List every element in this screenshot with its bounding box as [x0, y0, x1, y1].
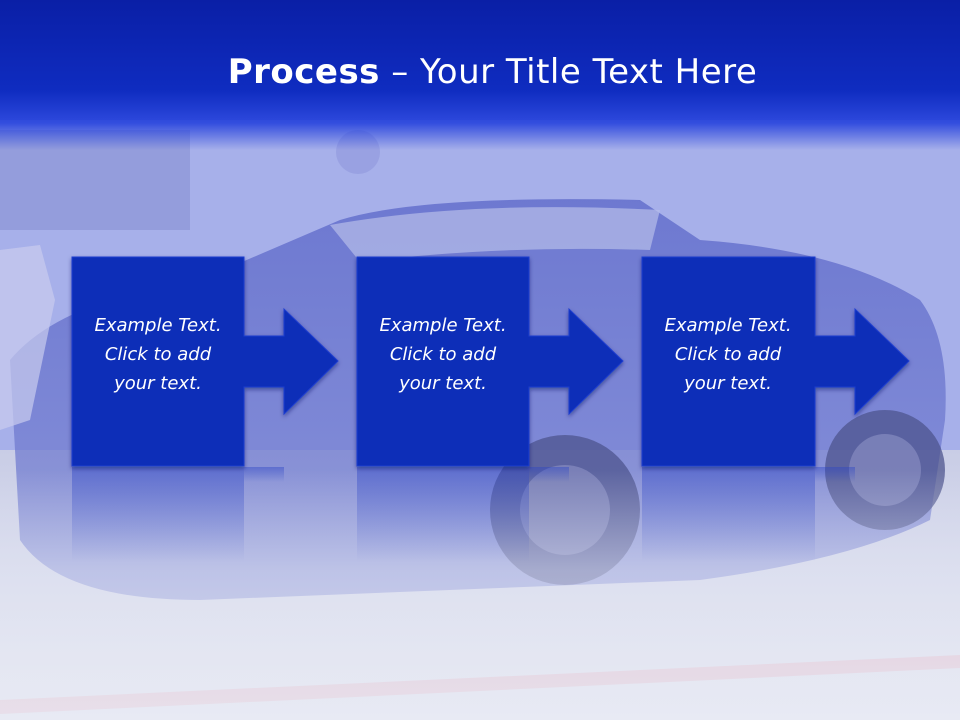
- title-bold: Process: [227, 52, 380, 92]
- step-1[interactable]: [71, 256, 339, 467]
- title-rest: – Your Title Text Here: [379, 52, 758, 92]
- title-band: [0, 0, 960, 150]
- step-2-line-1: Example Text.: [379, 315, 507, 336]
- page-title: Process – Your Title Text Here: [0, 52, 960, 92]
- step-1-line-2: Click to add: [104, 344, 212, 365]
- step-2-line-3: your text.: [399, 373, 487, 394]
- step-2-line-2: Click to add: [389, 344, 497, 365]
- reflection-3: [642, 467, 855, 562]
- step-3-line-3: your text.: [684, 373, 772, 394]
- step-2-text[interactable]: Example Text. Click to add your text.: [357, 311, 529, 398]
- step-1-line-1: Example Text.: [94, 315, 222, 336]
- step-1-text[interactable]: Example Text. Click to add your text.: [72, 311, 244, 398]
- reflection-2: [357, 467, 569, 562]
- step-3[interactable]: [641, 256, 910, 467]
- step-3-line-2: Click to add: [674, 344, 782, 365]
- step-1-line-3: your text.: [114, 373, 202, 394]
- step-3-line-1: Example Text.: [664, 315, 792, 336]
- step-3-text[interactable]: Example Text. Click to add your text.: [642, 311, 814, 398]
- reflection-1: [72, 467, 284, 562]
- step-2[interactable]: [356, 256, 624, 467]
